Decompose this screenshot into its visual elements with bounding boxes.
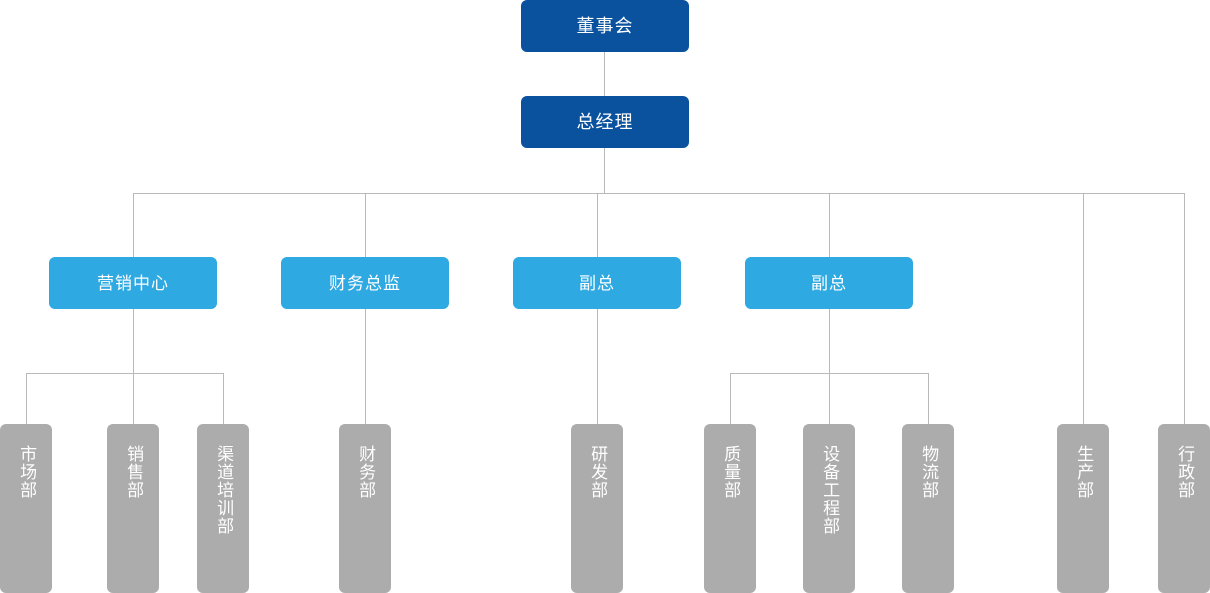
connector-bus-to-marketing-center (133, 193, 134, 257)
node-label: 销售部 (124, 445, 144, 499)
connector-sub-to-market-dept (26, 373, 27, 424)
connector-sub-to-channel-training-dept (223, 373, 224, 424)
connector-bus-to-production-dept (1083, 193, 1084, 424)
node-label: 质量部 (721, 445, 741, 499)
connector-marketing-sub-bus (26, 373, 224, 374)
node-label: 生产部 (1074, 445, 1094, 499)
node-quality-department[interactable]: 质量部 (704, 424, 756, 593)
node-market-department[interactable]: 市场部 (0, 424, 52, 593)
node-administration-department[interactable]: 行政部 (1158, 424, 1210, 593)
node-sales-department[interactable]: 销售部 (107, 424, 159, 593)
node-label: 营销中心 (97, 273, 169, 293)
node-label: 财务总监 (329, 273, 401, 293)
node-vice-president-2[interactable]: 副总 (745, 257, 913, 309)
connector-bus-to-finance-director (365, 193, 366, 257)
node-finance-department[interactable]: 财务部 (339, 424, 391, 593)
node-research-development-department[interactable]: 研发部 (571, 424, 623, 593)
node-label: 设备工程部 (820, 445, 840, 535)
node-label: 物流部 (919, 445, 939, 499)
node-label: 董事会 (576, 16, 634, 36)
node-label: 总经理 (576, 112, 634, 132)
connector-sub-to-quality-dept (730, 373, 731, 424)
node-board-of-directors[interactable]: 董事会 (521, 0, 689, 52)
connector-bus-to-admin-dept (1184, 193, 1185, 424)
node-equipment-engineering-department[interactable]: 设备工程部 (803, 424, 855, 593)
connector-main-bus (133, 193, 1184, 194)
connector-finance-director-to-finance-dept (365, 309, 366, 424)
connector-bus-to-vp1 (597, 193, 598, 257)
connector-sub-to-equipment-dept (829, 373, 830, 424)
connector-gm-stem (604, 148, 605, 193)
connector-vp1-to-rnd-dept (597, 309, 598, 424)
connector-board-to-gm (604, 52, 605, 96)
node-label: 副总 (579, 273, 615, 293)
node-channel-training-department[interactable]: 渠道培训部 (197, 424, 249, 593)
node-label: 行政部 (1175, 445, 1195, 499)
node-label: 市场部 (17, 445, 37, 499)
node-finance-director[interactable]: 财务总监 (281, 257, 449, 309)
node-logistics-department[interactable]: 物流部 (902, 424, 954, 593)
node-label: 副总 (811, 273, 847, 293)
connector-sub-to-logistics-dept (928, 373, 929, 424)
node-production-department[interactable]: 生产部 (1057, 424, 1109, 593)
connector-marketing-center-stem (133, 309, 134, 373)
connector-sub-to-sales-dept (133, 373, 134, 424)
node-general-manager[interactable]: 总经理 (521, 96, 689, 148)
connector-vp2-stem (829, 309, 830, 373)
node-label: 研发部 (588, 445, 608, 499)
node-marketing-center[interactable]: 营销中心 (49, 257, 217, 309)
connector-bus-to-vp2 (829, 193, 830, 257)
node-label: 财务部 (356, 445, 376, 499)
node-vice-president-1[interactable]: 副总 (513, 257, 681, 309)
node-label: 渠道培训部 (214, 445, 234, 535)
